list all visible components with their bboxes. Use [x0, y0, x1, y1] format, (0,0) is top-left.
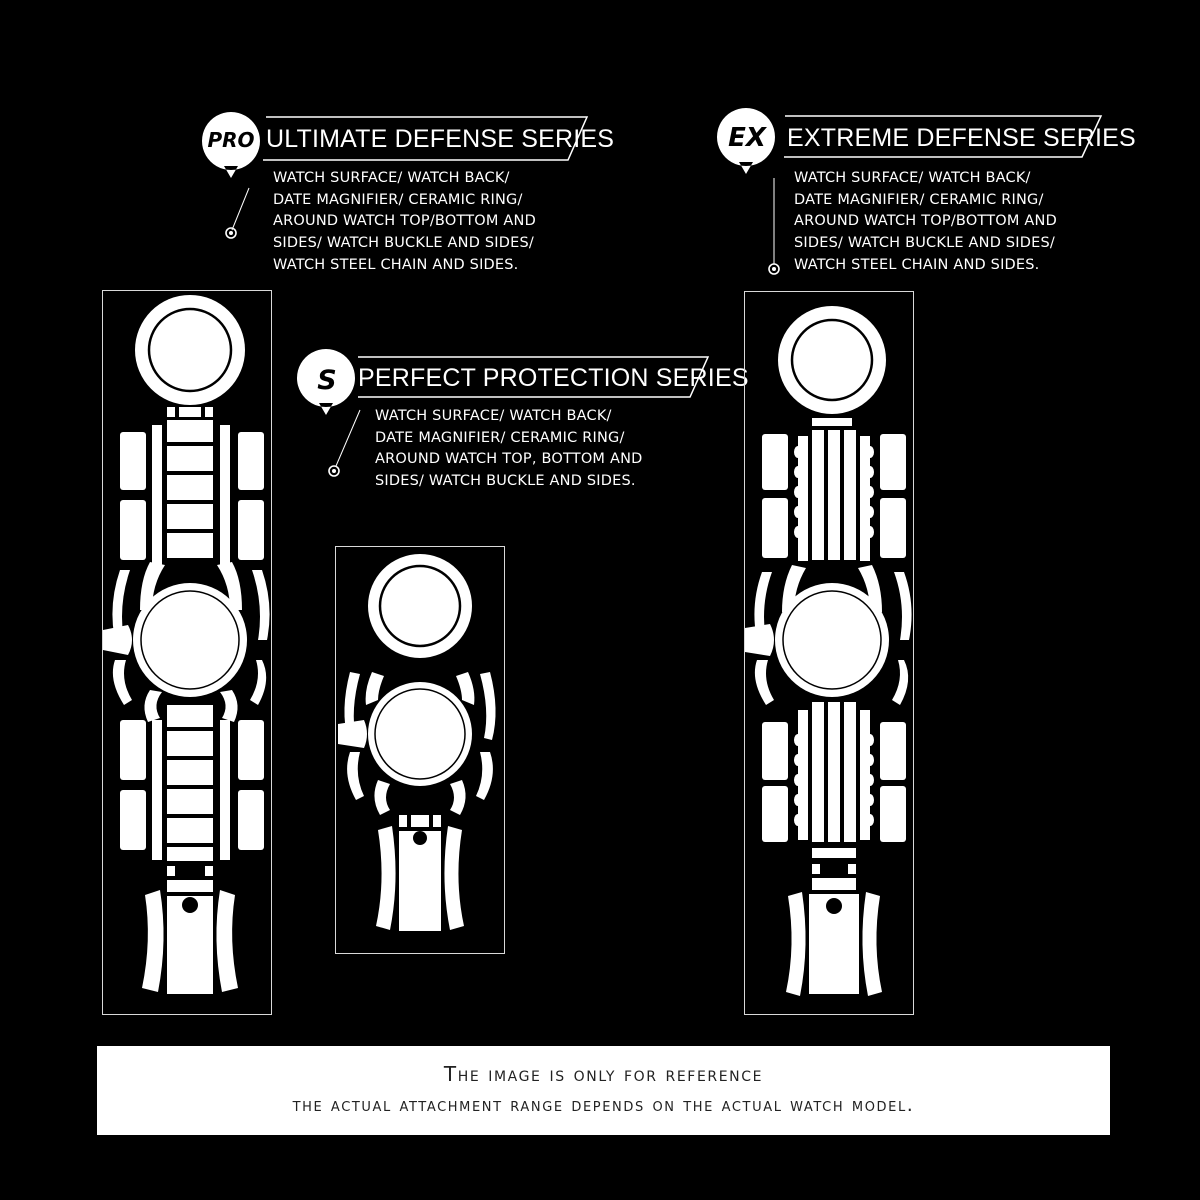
description-line: SIDES/ WATCH BUCKLE AND SIDES/	[794, 235, 1055, 252]
description-line: WATCH STEEL CHAIN AND SIDES.	[273, 256, 519, 273]
description-line: DATE MAGNIFIER/ CERAMIC RING/	[794, 191, 1044, 208]
pro-badge-label: PRO	[207, 128, 254, 152]
pro-film-sheet	[102, 290, 272, 1015]
notice-line-2: the actual attachment range depends on t…	[292, 1094, 915, 1116]
s-watch-face-film	[368, 682, 472, 786]
description-line: AROUND WATCH TOP/BOTTOM AND	[794, 213, 1057, 230]
ex-bottom-chain-films	[762, 702, 906, 890]
description-line: WATCH SURFACE/ WATCH BACK/	[273, 170, 510, 186]
pro-bottom-chain-films	[120, 705, 264, 892]
s-series-title: PERFECT PROTECTION SERIES	[358, 364, 749, 392]
description-line: DATE MAGNIFIER/ CERAMIC RING/	[273, 191, 523, 208]
ex-series-description: WATCH SURFACE/ WATCH BACK/ DATE MAGNIFIE…	[794, 168, 1057, 277]
pro-series-title: ULTIMATE DEFENSE SERIES	[266, 125, 615, 153]
description-line: SIDES/ WATCH BUCKLE AND SIDES/	[273, 235, 534, 252]
ex-watch-face-film	[775, 583, 889, 697]
pro-top-chain-films	[120, 407, 264, 565]
ex-watch-back-film	[778, 306, 886, 414]
ex-top-chain-films	[762, 418, 906, 561]
ex-buckle-films	[786, 892, 882, 996]
description-line: AROUND WATCH TOP, BOTTOM AND	[375, 451, 643, 468]
ex-film-sheet	[744, 291, 914, 1015]
description-line: AROUND WATCH TOP/BOTTOM AND	[273, 213, 536, 230]
description-line: WATCH SURFACE/ WATCH BACK/	[375, 408, 612, 424]
description-line: WATCH STEEL CHAIN AND SIDES.	[794, 256, 1040, 273]
s-badge-label: S	[317, 365, 336, 396]
pro-watch-back-film	[135, 295, 245, 405]
description-line: SIDES/ WATCH BUCKLE AND SIDES.	[375, 473, 636, 490]
description-line: DATE MAGNIFIER/ CERAMIC RING/	[375, 429, 625, 446]
pro-watch-face-film	[133, 583, 247, 697]
pro-buckle-films	[142, 890, 238, 994]
s-film-sheet	[335, 546, 505, 954]
pro-series-description: WATCH SURFACE/ WATCH BACK/ DATE MAGNIFIE…	[273, 168, 536, 277]
s-series-description: WATCH SURFACE/ WATCH BACK/ DATE MAGNIFIE…	[375, 406, 643, 493]
notice-line-1: The image is only for reference	[443, 1062, 764, 1086]
s-watch-back-film	[368, 554, 472, 658]
ex-badge-label: EX	[728, 123, 768, 153]
s-buckle-films	[376, 815, 464, 931]
reference-notice: The image is only for reference the actu…	[97, 1046, 1110, 1135]
description-line: WATCH SURFACE/ WATCH BACK/	[794, 170, 1031, 186]
ex-series-title: EXTREME DEFENSE SERIES	[787, 124, 1136, 152]
